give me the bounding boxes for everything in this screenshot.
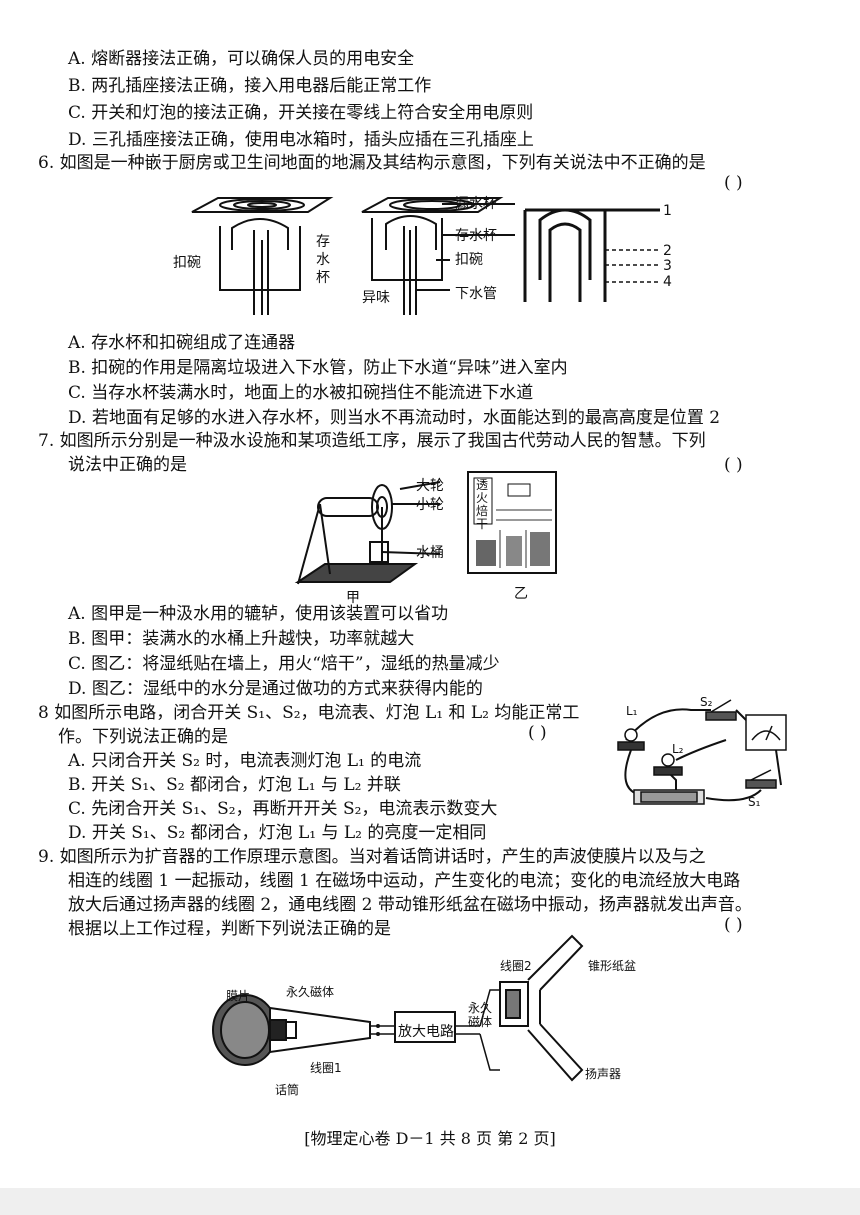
label-S2: S₂ [700, 695, 713, 709]
q8-option-b: B. 开关 S₁、S₂ 都闭合，灯泡 L₁ 与 L₂ 并联 [68, 775, 401, 795]
label-position-2: 2 [663, 243, 672, 259]
label-kouwan-left: 扣碗 [173, 255, 201, 271]
q7-option-a: A. 图甲是一种汲水用的辘轳，使用该装置可以省功 [68, 604, 449, 624]
label-L1: L₁ [626, 704, 638, 718]
q7-stem-line1: 7. 如图所示分别是一种汲水设施和某项造纸工序，展示了我国古代劳动人民的智慧。下… [38, 431, 706, 451]
label-S1: S₁ [748, 795, 761, 809]
q9-stem-line3: 放大后通过扬声器的线圈 2，通电线圈 2 带动锥形纸盆在磁场中振动，扬声器就发出… [68, 895, 752, 915]
windlass-diagram [294, 481, 441, 585]
loudspeaker-system-diagram [212, 934, 584, 1082]
q6-option-c: C. 当存水杯装满水时，地面上的水被扣碗挡住不能流进下水道 [68, 383, 534, 403]
label-position-3: 3 [663, 258, 672, 274]
label-mopian: 膜片 [226, 989, 251, 1003]
label-yi: 乙 [514, 586, 528, 602]
label-L2: L₂ [672, 742, 684, 756]
q7-option-d: D. 图乙：湿纸中的水分是通过做功的方式来获得内能的 [68, 679, 483, 699]
label-xianquan2: 线圈2 [500, 959, 532, 973]
q9-stem-line1: 9. 如图所示为扩音器的工作原理示意图。当对着话筒讲话时，产生的声波使膜片以及与… [38, 847, 706, 867]
q9-stem-line2: 相连的线圈 1 一起振动，线圈 1 在磁场中运动，产生变化的电流；变化的电流经放… [68, 871, 741, 891]
q6-option-b: B. 扣碗的作用是隔离垃圾进入下水管，防止下水道“异味”进入室内 [68, 358, 568, 378]
label-touhuo: 透火焙干 [476, 478, 489, 531]
q7-option-c: C. 图乙：将湿纸贴在墙上，用火“焙干”，湿纸的热量减少 [68, 654, 500, 674]
q9-stem-line4: 根据以上工作过程，判断下列说法正确的是 [68, 919, 391, 939]
q5-option-b: B. 两孔插座接法正确，接入用电器后能正常工作 [68, 76, 432, 96]
label-xiaolun: 小轮 [416, 497, 444, 513]
label-cunshuibei-v3: 杯 [316, 270, 330, 286]
label-kouwan: 扣碗 [455, 252, 483, 268]
label-xiashuiguan: 下水管 [455, 286, 497, 302]
q6-answer-bracket: ( ) [724, 173, 743, 193]
q6-option-a: A. 存水杯和扣碗组成了连通器 [68, 333, 296, 353]
q7-answer-bracket: ( ) [724, 455, 743, 475]
label-dalun: 大轮 [416, 478, 444, 494]
label-louhuibei: 漏水杯 [455, 196, 497, 212]
page-bottom-edge [0, 1188, 860, 1215]
label-cunshuibei-v2: 水 [316, 252, 330, 268]
q7-option-b: B. 图甲：装满水的水桶上升越快，功率就越大 [68, 629, 415, 649]
floor-drain-diagram [191, 197, 660, 315]
label-yiwei: 异味 [362, 290, 390, 306]
label-yongjiuR2: 磁体 [468, 1015, 493, 1029]
label-huatong: 话筒 [275, 1083, 300, 1097]
q5-option-a: A. 熔断器接法正确，可以确保人员的用电安全 [68, 49, 415, 69]
label-yongjiucitiL: 永久磁体 [286, 985, 335, 999]
q8-stem-line1: 8 如图所示电路，闭合开关 S₁、S₂，电流表、灯泡 L₁ 和 L₂ 均能正常工 [38, 703, 580, 723]
q8-option-c: C. 先闭合开关 S₁、S₂，再断开开关 S₂，电流表示数变大 [68, 799, 498, 819]
label-jia: 甲 [346, 590, 360, 606]
q7-stem-line2: 说法中正确的是 [68, 455, 187, 475]
q8-option-a: A. 只闭合开关 S₂ 时，电流表测灯泡 L₁ 的电流 [68, 751, 422, 771]
circuit-diagram [617, 699, 787, 805]
q5-option-d: D. 三孔插座接法正确，使用电冰箱时，插头应插在三孔插座上 [68, 130, 534, 150]
label-zhuixing: 锥形纸盆 [588, 959, 637, 973]
label-position-4: 4 [663, 274, 672, 290]
label-shuitong: 水桶 [416, 545, 444, 561]
label-position-1: 1 [663, 203, 672, 219]
q8-stem-line2: 作。下列说法正确的是 [58, 727, 228, 747]
q5-option-c: C. 开关和灯泡的接法正确，开关接在零线上符合安全用电原则 [68, 103, 534, 123]
page-footer: [物理定心卷 D－1 共 8 页 第 2 页] [304, 1129, 556, 1148]
papermaking-picture [467, 471, 557, 574]
q8-option-d: D. 开关 S₁、S₂ 都闭合，灯泡 L₁ 与 L₂ 的亮度一定相同 [68, 823, 487, 843]
q6-option-d: D. 若地面有足够的水进入存水杯，则当水不再流动时，水面能达到的最高高度是位置 … [68, 408, 721, 428]
q9-answer-bracket: ( ) [724, 915, 743, 935]
label-yangshengqi: 扬声器 [585, 1067, 622, 1081]
label-yongjiuR1: 永久 [468, 1001, 493, 1015]
label-fangda: 放大电路 [398, 1024, 454, 1040]
label-cunshuibei-v1: 存 [316, 234, 330, 250]
q8-answer-bracket: ( ) [528, 723, 547, 743]
label-xianquan1: 线圈1 [310, 1061, 342, 1075]
label-cunshuibei: 存水杯 [455, 228, 497, 244]
q6-stem: 6. 如图是一种嵌于厨房或卫生间地面的地漏及其结构示意图，下列有关说法中不正确的… [38, 153, 706, 173]
